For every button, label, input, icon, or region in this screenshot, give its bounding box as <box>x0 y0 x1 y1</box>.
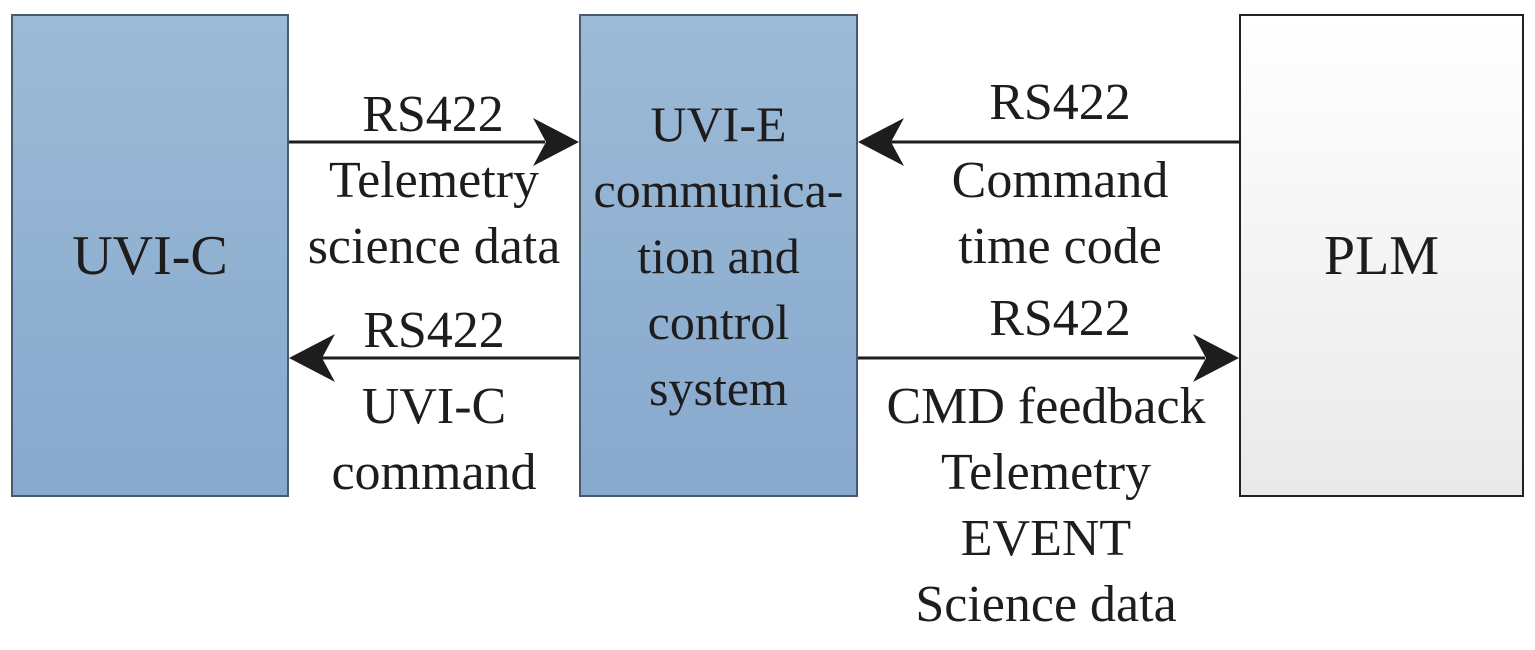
uvie-to-uvic-content-1: UVI-C <box>361 378 507 435</box>
plm-to-uvie-protocol: RS422 <box>989 74 1131 131</box>
uvi-e-label: UVI-E communica- tion and control system <box>593 95 844 416</box>
uvie-to-uvic-arrowhead <box>289 334 335 382</box>
uvie-to-plm-content-1: CMD feedback <box>886 378 1206 435</box>
plm-to-uvie-content-1: Command <box>951 152 1169 209</box>
uvie-to-plm-arrowhead <box>1193 334 1239 382</box>
uvie-to-plm-content-4: Science data <box>915 576 1177 633</box>
plm-label: PLM <box>1323 224 1440 287</box>
uvie-to-plm-protocol: RS422 <box>989 290 1131 347</box>
uvie-to-plm-content-2: Telemetry <box>940 444 1152 501</box>
uvi-c-box: UVI-C <box>11 14 289 497</box>
uvi-e-box: UVI-E communica- tion and control system <box>579 14 858 497</box>
plm-box: PLM <box>1239 14 1524 497</box>
uvie-to-uvic-content-2: command <box>331 444 537 501</box>
uvic-to-uvie-content-2: science data <box>307 218 561 275</box>
uvi-c-label: UVI-C <box>72 224 228 287</box>
uvic-to-uvie-content-1: Telemetry <box>328 152 540 209</box>
plm-to-uvie-arrowhead <box>858 118 904 166</box>
plm-to-uvie-content-2: time code <box>958 218 1162 275</box>
uvic-to-uvie-arrowhead <box>533 118 579 166</box>
uvie-to-plm-content-3: EVENT <box>960 510 1132 567</box>
uvic-to-uvie-protocol: RS422 <box>362 86 504 143</box>
uvie-to-uvic-protocol: RS422 <box>363 302 505 359</box>
